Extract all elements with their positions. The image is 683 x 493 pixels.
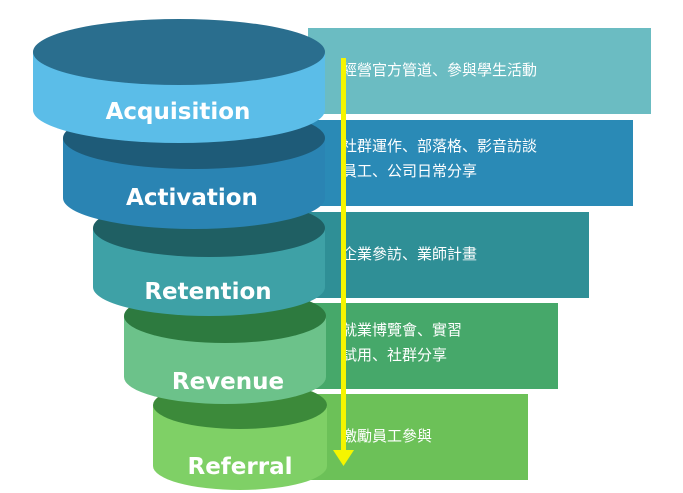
stage-label-activation: Activation [126,185,258,211]
stage-panel-retention: 企業參訪、業師計畫 [308,212,589,298]
panel-line: 員工、公司日常分享 [342,162,478,180]
panel-line: 經營官方管道、參與學生活動 [342,61,538,79]
stage-label-revenue: Revenue [172,369,284,395]
panel-line: 企業參訪、業師計畫 [342,245,478,263]
stage-label-acquisition: Acquisition [106,99,251,125]
stage-label-referral: Referral [187,454,292,480]
funnel-stage-acquisition: Acquisition [33,19,325,143]
stage-label-retention: Retention [144,279,271,305]
stage-panel-acquisition: 經營官方管道、參與學生活動 [308,28,651,114]
stage-panel-activation: 社群運作、部落格、影音訪談 員工、公司日常分享 [308,120,633,206]
stage-panel-referral: 激勵員工參與 [308,394,528,480]
stage-panel-revenue: 就業博覽會、實習 試用、社群分享 [308,303,558,389]
panel-line: 試用、社群分享 [342,346,448,364]
down-arrow-icon [333,58,354,466]
panel-line: 激勵員工參與 [342,427,433,445]
panel-line: 就業博覽會、實習 [342,321,463,339]
panel-line: 社群運作、部落格、影音訪談 [342,137,538,155]
